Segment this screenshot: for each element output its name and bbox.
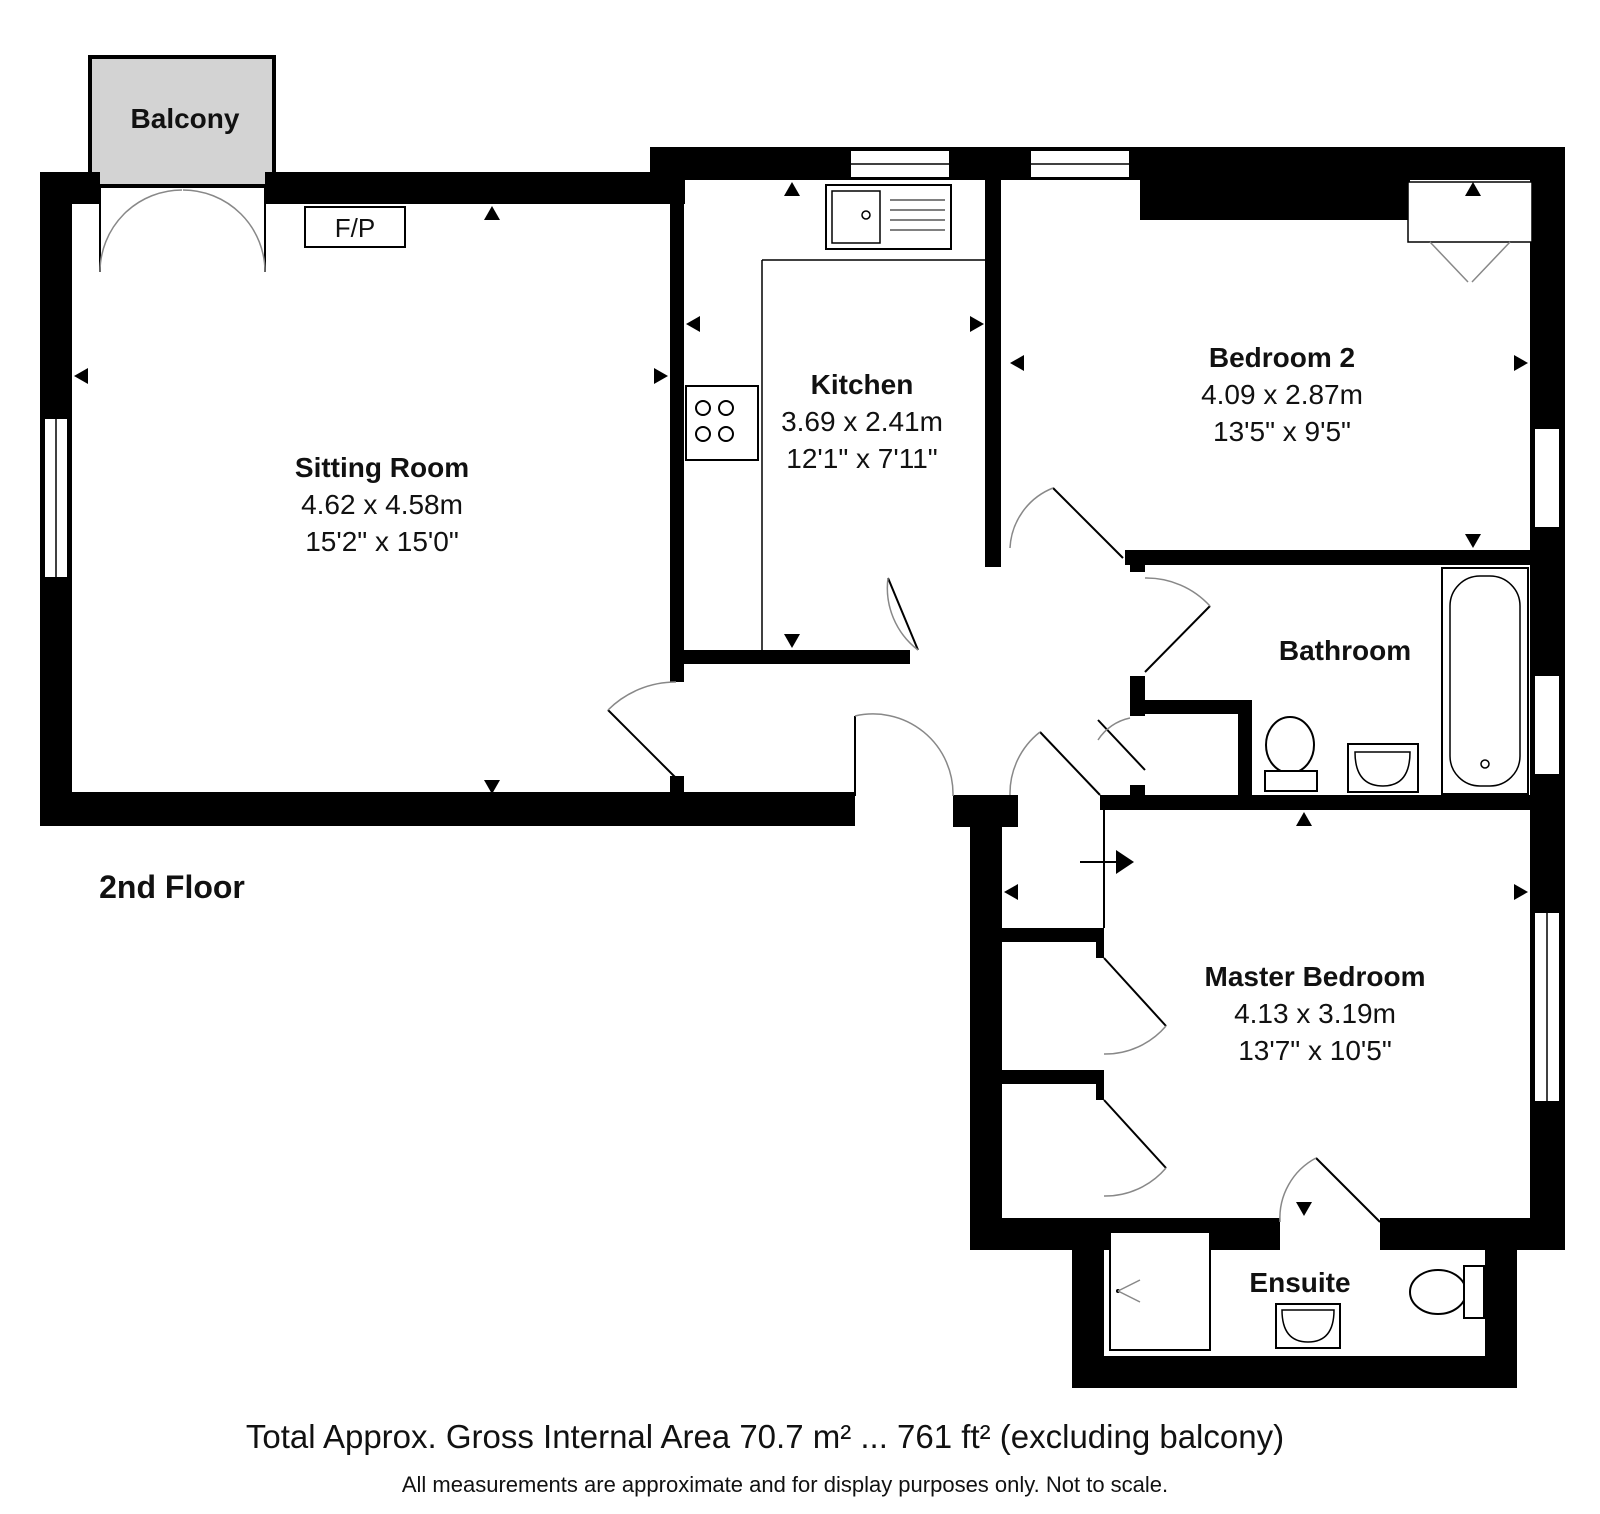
area-summary: Total Approx. Gross Internal Area 70.7 m… — [246, 1418, 1284, 1455]
disclaimer: All measurements are approximate and for… — [402, 1472, 1168, 1497]
room-name: Kitchen — [811, 369, 914, 400]
fireplace: F/P — [304, 206, 406, 248]
balcony: Balcony — [88, 55, 276, 188]
room-imperial: 13'5" x 9'5" — [1213, 416, 1351, 447]
room-kitchen: Kitchen 3.69 x 2.41m 12'1" x 7'11" — [781, 369, 943, 474]
ensuite-walls — [1072, 1218, 1517, 1388]
kitchen-walls — [650, 147, 1001, 664]
balcony-label: Balcony — [131, 103, 240, 134]
room-master-bedroom: Master Bedroom 4.13 x 3.19m 13'7" x 10'5… — [1205, 961, 1426, 1066]
balcony-doors — [99, 186, 266, 273]
room-name: Bedroom 2 — [1209, 342, 1355, 373]
room-metric: 4.62 x 4.58m — [301, 489, 463, 520]
room-imperial: 12'1" x 7'11" — [786, 443, 937, 474]
room-imperial: 15'2" x 15'0" — [305, 526, 459, 557]
room-imperial: 13'7" x 10'5" — [1238, 1035, 1392, 1066]
bedroom-2-walls — [985, 147, 1565, 1247]
door-swings — [607, 487, 1381, 1223]
dimension-arrows — [74, 182, 1528, 1216]
room-bedroom-2: Bedroom 2 4.09 x 2.87m 13'5" x 9'5" — [1201, 342, 1363, 447]
room-metric: 4.09 x 2.87m — [1201, 379, 1363, 410]
room-name: Master Bedroom — [1205, 961, 1426, 992]
room-name: Sitting Room — [295, 452, 469, 483]
room-metric: 3.69 x 2.41m — [781, 406, 943, 437]
room-name: Ensuite — [1249, 1267, 1350, 1298]
floor-label: 2nd Floor — [99, 869, 245, 905]
sitting-room-walls — [40, 172, 855, 826]
room-ensuite: Ensuite — [1249, 1267, 1350, 1298]
room-sitting-room: Sitting Room 4.62 x 4.58m 15'2" x 15'0" — [295, 452, 469, 557]
room-bathroom: Bathroom — [1279, 635, 1411, 666]
bathroom-walls — [1100, 550, 1530, 810]
fireplace-label: F/P — [335, 213, 375, 243]
room-metric: 4.13 x 3.19m — [1234, 998, 1396, 1029]
room-name: Bathroom — [1279, 635, 1411, 666]
